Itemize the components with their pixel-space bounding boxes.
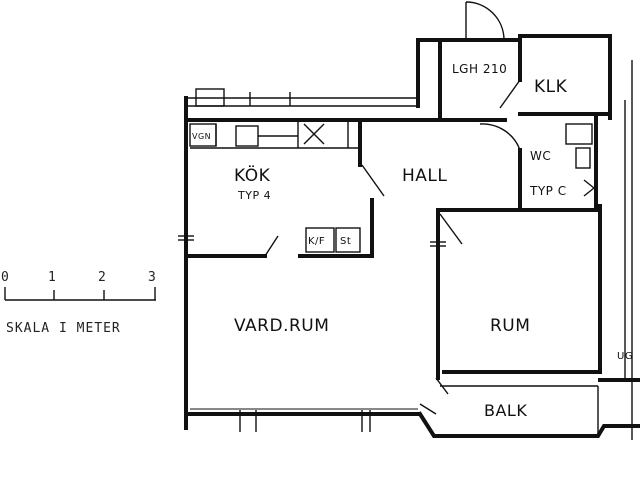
- room-label-kok: KÖK: [234, 164, 271, 186]
- scale-tick-0: 0: [1, 270, 9, 285]
- doors: [264, 1, 521, 415]
- kitchen-fixtures: [189, 120, 595, 253]
- fixture-label-kf: K/F: [308, 236, 325, 247]
- room-label-kok-type: TYP 4: [237, 189, 271, 202]
- room-label-vardrum: VARD.RUM: [234, 316, 329, 336]
- room-label-rum: RUM: [490, 316, 530, 336]
- fixture-label-ug: UG: [617, 351, 633, 362]
- unit-label: LGH 210: [452, 62, 507, 76]
- scale-bar: 0 1 2 3 SKALA I METER: [1, 270, 156, 336]
- scale-tick-2: 2: [98, 270, 106, 285]
- room-label-balk: BALK: [484, 401, 527, 420]
- scale-tick-3: 3: [148, 270, 156, 285]
- room-label-wc-type: TYP C: [529, 184, 567, 198]
- room-label-klk: KLK: [534, 77, 568, 97]
- window-frames: [178, 88, 446, 432]
- scale-caption: SKALA I METER: [6, 321, 121, 336]
- scale-tick-1: 1: [48, 270, 56, 285]
- walls: [184, 34, 640, 440]
- fixture-label-vgn: VGN: [192, 132, 211, 141]
- room-label-hall: HALL: [402, 166, 447, 186]
- fixture-label-st: St: [340, 236, 351, 247]
- room-label-wc: WC: [530, 149, 551, 163]
